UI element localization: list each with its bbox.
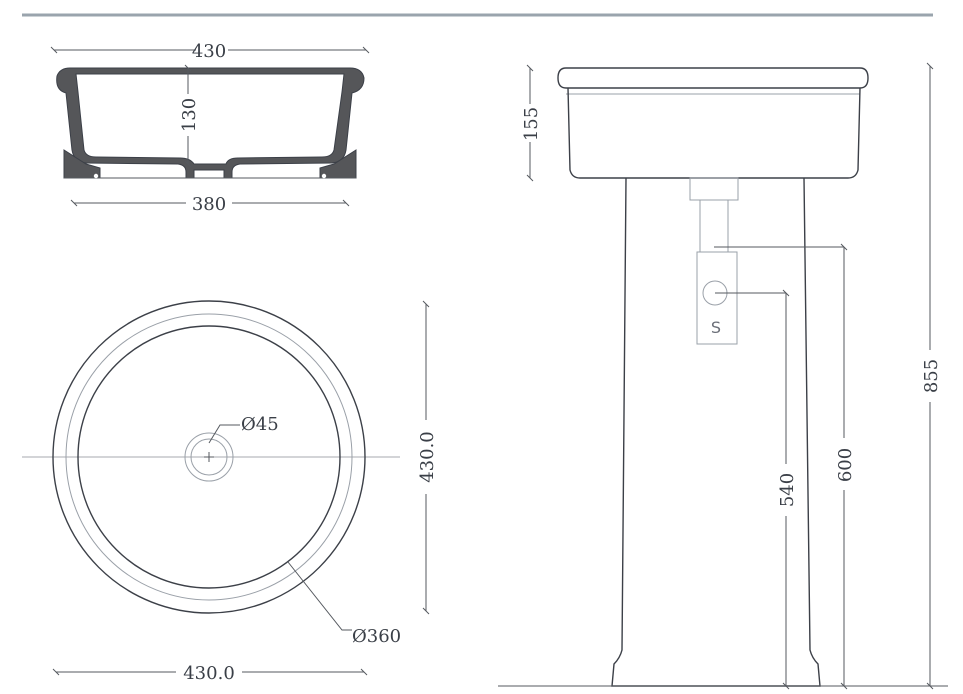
- section-view: 430 130 380: [50, 41, 370, 215]
- dim-tick: [526, 174, 534, 182]
- bowl-height-label: 155: [521, 107, 542, 141]
- rim-inner-circle: [65, 313, 353, 601]
- siphon-letter: S: [711, 318, 721, 337]
- inner-diameter-label: Ø360: [352, 626, 401, 647]
- dim-tick: [840, 243, 848, 251]
- drain-diameter-label: Ø45: [241, 414, 279, 435]
- foot-hole-icon: [321, 173, 327, 179]
- side-view: S 155 855 600 540: [498, 62, 948, 690]
- dim-tick: [184, 160, 192, 168]
- total-height-label: 855: [921, 359, 942, 393]
- inner-diameter-leader-line: [287, 561, 352, 631]
- drain-inner-circle: [190, 438, 228, 476]
- basin-inner-cavity: [75, 73, 345, 165]
- dim-tick: [52, 668, 60, 676]
- waste-flange: [689, 177, 739, 201]
- dim-tick: [362, 46, 370, 54]
- siphon-body: [696, 251, 738, 345]
- dim-tick: [184, 64, 192, 72]
- drain-height-label: 600: [835, 448, 856, 482]
- dim-tick: [782, 289, 790, 297]
- dim-tick: [526, 64, 534, 72]
- section-width-label: 430: [192, 41, 226, 62]
- waste-pipe: [699, 199, 729, 253]
- dim-tick: [70, 199, 78, 207]
- pedestal-body: [611, 177, 821, 687]
- dim-tick: [342, 199, 350, 207]
- dim-tick: [50, 46, 58, 54]
- plan-view: Ø45 Ø360 430.0 430.0: [22, 300, 438, 684]
- outer-rim-circle: [52, 300, 366, 614]
- dim-tick: [360, 668, 368, 676]
- dim-tick: [422, 607, 430, 615]
- foot-hole-icon: [93, 173, 99, 179]
- section-base-label: 380: [192, 194, 226, 215]
- dim-tick: [926, 62, 934, 70]
- plan-height-label: 430.0: [417, 431, 438, 483]
- basin-inner-circle: [77, 325, 341, 589]
- basin-base-foot: [63, 149, 357, 179]
- drain-outer-circle: [184, 432, 234, 482]
- section-depth-label: 130: [179, 98, 200, 132]
- siphon-height-label: 540: [777, 473, 798, 507]
- dim-tick: [422, 300, 430, 308]
- bowl-rim: [557, 67, 869, 89]
- drain-leader-line: [208, 424, 240, 444]
- plan-width-label: 430.0: [183, 663, 235, 684]
- bowl-body: [567, 87, 861, 179]
